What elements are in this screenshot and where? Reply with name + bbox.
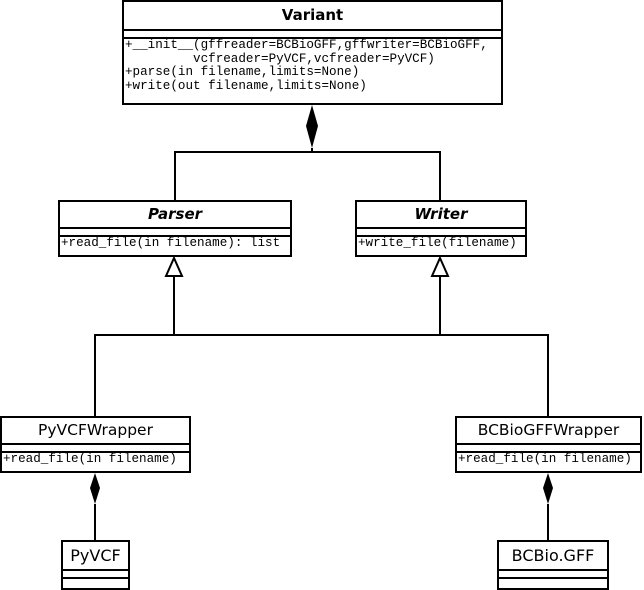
class-name: Variant: [124, 2, 501, 31]
generalization-bus: [94, 334, 549, 416]
attributes-compartment: [357, 229, 525, 237]
class-bcbiogff-wrapper: BCBioGFFWrapper +read_file(in filename): [455, 416, 642, 473]
class-parser: Parser +read_file(in filename): list: [58, 200, 292, 257]
class-pyvcf: PyVCF: [61, 540, 130, 590]
methods-compartment: +read_file(in filename): list: [60, 236, 290, 251]
attributes-compartment: [63, 571, 128, 579]
method: vcfreader=PyVCF,vcfreader=PyVCF): [125, 51, 435, 66]
composition-diamond-icon: [543, 473, 553, 504]
class-name: Writer: [357, 202, 525, 229]
class-name: Parser: [60, 202, 290, 229]
attributes-compartment: [2, 445, 189, 453]
generalization-triangle-icon: [164, 255, 184, 277]
method: +write(out filename,limits=None): [125, 78, 367, 93]
attributes-compartment: [124, 31, 501, 39]
method: +write_file(filename): [358, 236, 517, 250]
class-bcbio-gff: BCBio.GFF: [497, 540, 609, 590]
method: +read_file(in filename): [3, 452, 177, 466]
method: +read_file(in filename): list: [61, 236, 281, 250]
class-variant: Variant +__init__(gffreader=BCBioGFF,gff…: [122, 0, 503, 105]
attributes-compartment: [457, 445, 640, 453]
method: +parse(in filename,limits=None): [125, 65, 360, 79]
composition-line-variant: [174, 148, 441, 200]
method: +__init__(gffreader=BCBioGFF,gffwriter=B…: [125, 38, 488, 52]
methods-compartment: +read_file(in filename): [2, 452, 189, 467]
attributes-compartment: [499, 571, 607, 579]
class-name: BCBio.GFF: [499, 542, 607, 571]
class-name: PyVCFWrapper: [2, 418, 189, 445]
class-writer: Writer +write_file(filename): [355, 200, 527, 257]
class-name: BCBioGFFWrapper: [457, 418, 640, 445]
composition-diamond-icon: [90, 473, 100, 504]
generalization-triangle-icon: [430, 255, 450, 277]
methods-compartment: +read_file(in filename): [457, 452, 640, 467]
composition-diamond-icon: [306, 105, 318, 148]
class-pyvcf-wrapper: PyVCFWrapper +read_file(in filename): [0, 416, 191, 473]
class-name: PyVCF: [63, 542, 128, 571]
methods-compartment: +__init__(gffreader=BCBioGFF,gffwriter=B…: [124, 38, 501, 93]
method: +read_file(in filename): [458, 452, 632, 466]
attributes-compartment: [60, 229, 290, 237]
methods-compartment: +write_file(filename): [357, 236, 525, 251]
